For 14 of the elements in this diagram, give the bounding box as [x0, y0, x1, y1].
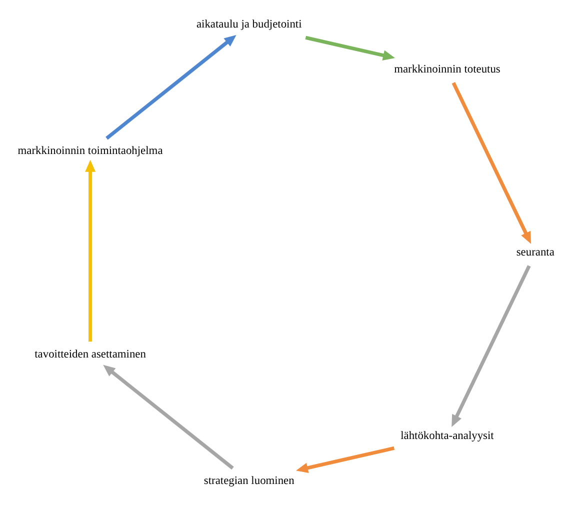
node-text: aikataulu ja budjetointi	[196, 18, 302, 30]
arrow	[106, 34, 236, 140]
node-text: markkinoinnin toimintaohjelma	[18, 145, 163, 158]
node-text: lähtökohta-analyysit	[400, 430, 494, 442]
node-text: seuranta	[516, 246, 554, 259]
arrow	[452, 82, 532, 244]
arrow	[296, 446, 395, 474]
arrow	[305, 36, 395, 60]
arrow	[103, 364, 234, 470]
arrow	[452, 265, 531, 427]
node-text: markkinoinnin toteutus	[394, 64, 500, 76]
node-text: tavoitteiden asettaminen	[34, 348, 146, 360]
node-text: strategian luominen	[204, 474, 294, 487]
arrow	[85, 160, 96, 342]
